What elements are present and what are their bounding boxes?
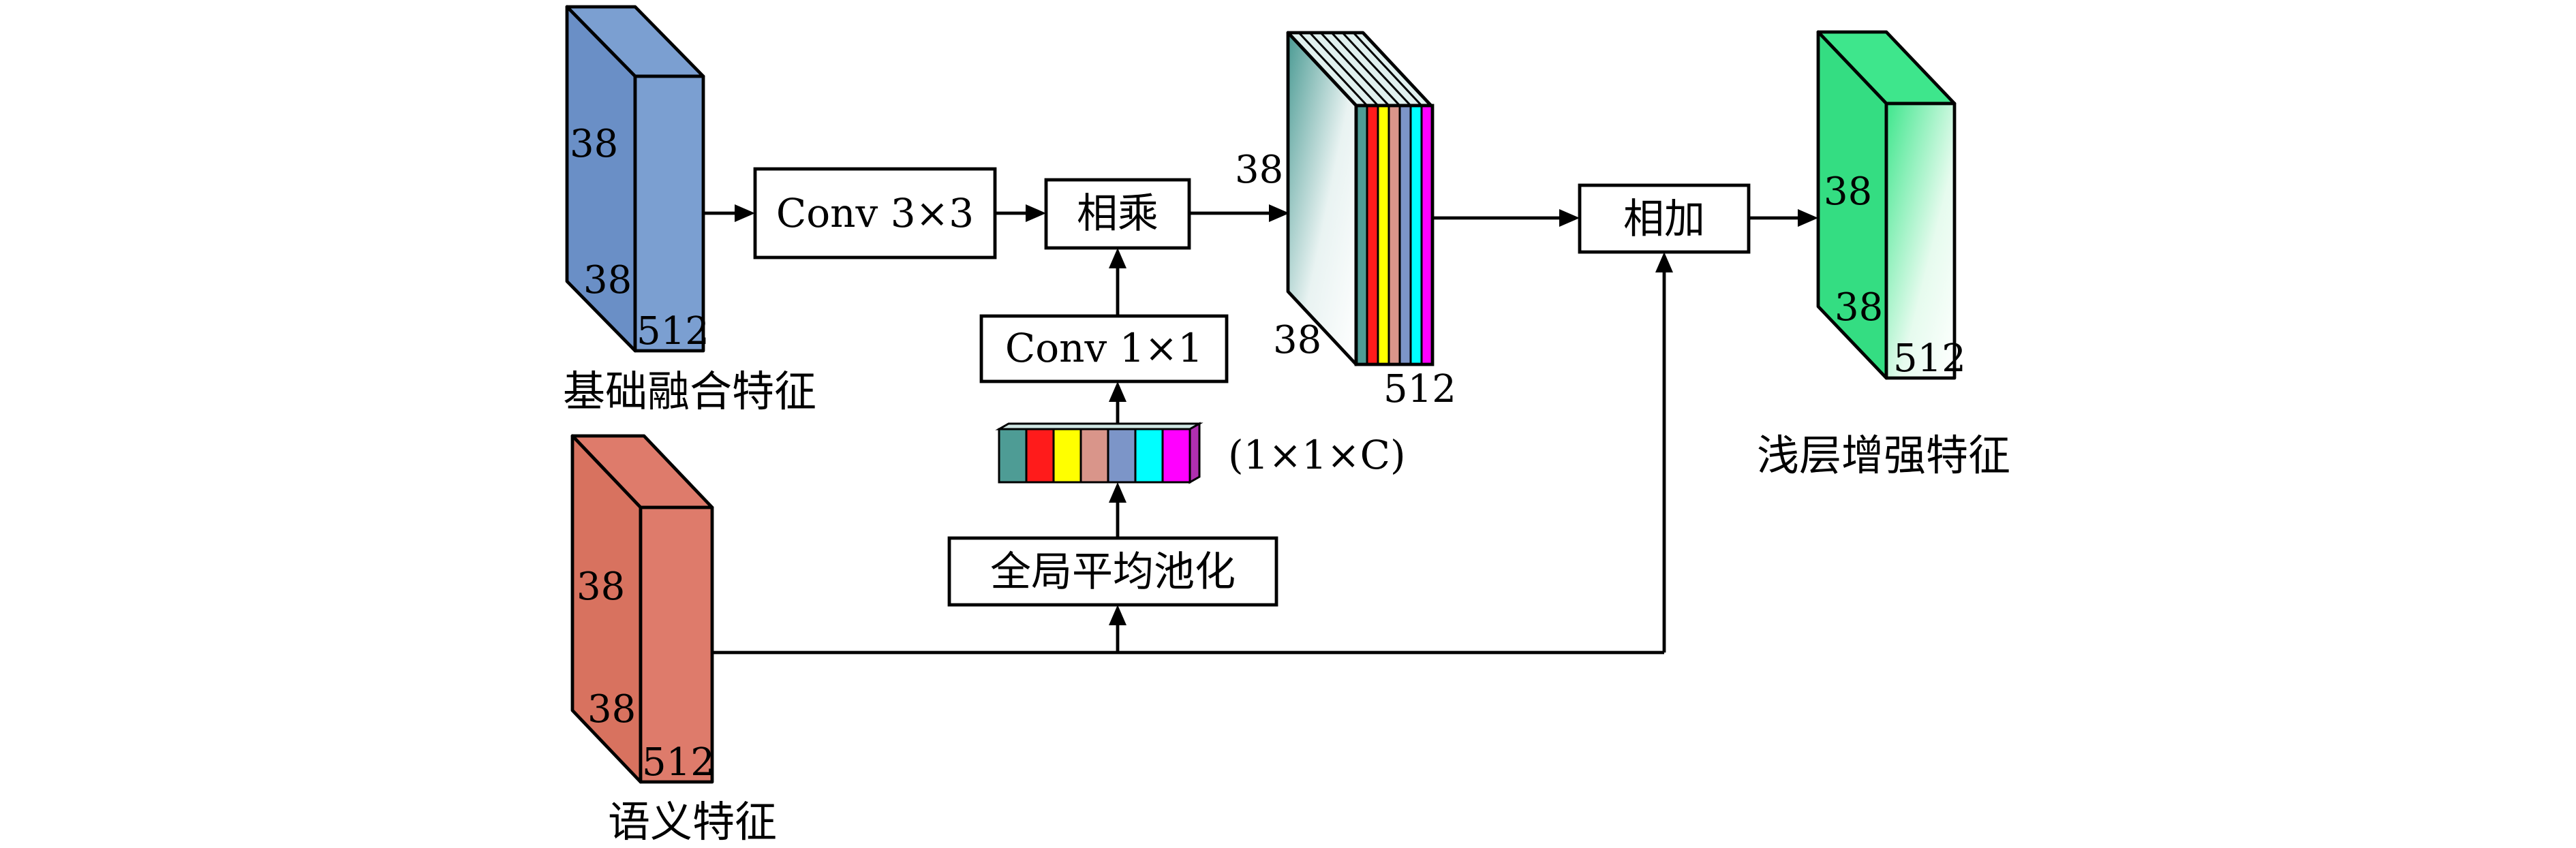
- enhanced-dim-w: 38: [1835, 285, 1883, 330]
- gap-label: 全局平均池化: [990, 548, 1236, 596]
- multiply-label: 相乘: [1077, 190, 1159, 238]
- semantic-dim-h: 38: [577, 565, 625, 609]
- enhanced-feature-block: 38 38 512: [1816, 30, 1966, 381]
- weighted-feature-block: 38 38 512: [1235, 31, 1456, 411]
- connection-edges: [703, 204, 1818, 655]
- vector-dims-label: (1×1×C): [1228, 432, 1406, 478]
- weighted-dim-w: 38: [1273, 318, 1321, 362]
- enhanced-feature-label: 浅层增强特征: [1757, 430, 2010, 480]
- conv1x1-label: Conv 1×1: [1005, 325, 1203, 371]
- conv1x1-box: Conv 1×1: [979, 314, 1229, 383]
- base-dim-c: 512: [637, 309, 709, 354]
- enhanced-dim-h: 38: [1824, 170, 1872, 214]
- base-dim-w: 38: [583, 258, 632, 302]
- enhanced-dim-c: 512: [1893, 336, 1966, 381]
- base-feature-label: 基础融合特征: [563, 366, 816, 416]
- weighted-dim-c: 512: [1383, 367, 1456, 411]
- semantic-feature-label: 语义特征: [608, 797, 777, 847]
- semantic-dim-c: 512: [642, 740, 715, 785]
- add-label: 相加: [1623, 195, 1705, 243]
- channel-weight-vector: [995, 422, 1203, 484]
- add-box: 相加: [1578, 183, 1751, 254]
- base-dim-h: 38: [570, 122, 618, 166]
- multiply-box: 相乘: [1044, 178, 1191, 250]
- semantic-dim-w: 38: [587, 687, 636, 732]
- semantic-feature-block: 38 38 512: [570, 434, 715, 785]
- conv3x3-label: Conv 3×3: [776, 190, 974, 236]
- gap-box: 全局平均池化: [947, 536, 1278, 607]
- weighted-dim-h: 38: [1235, 148, 1283, 192]
- conv3x3-box: Conv 3×3: [753, 167, 997, 260]
- base-feature-block: 38 38 512: [565, 5, 709, 354]
